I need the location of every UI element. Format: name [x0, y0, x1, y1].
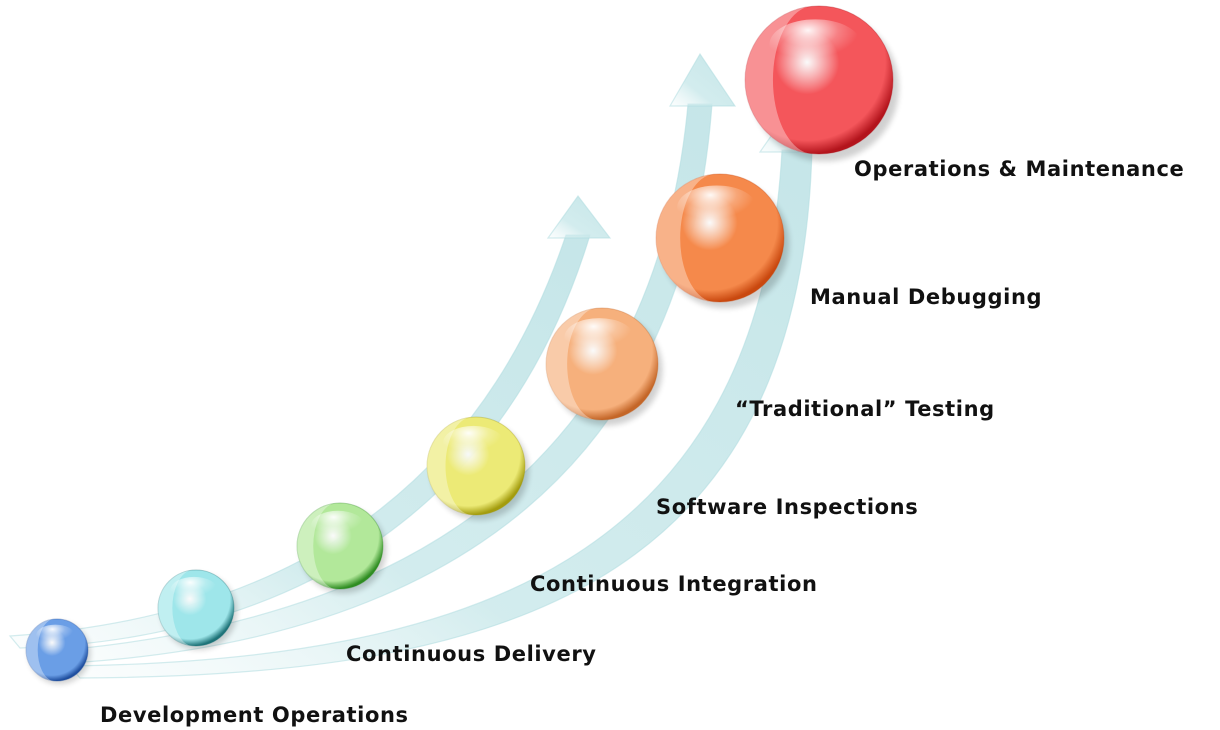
- stage-label-software-inspections: Software Inspections: [656, 495, 918, 519]
- stage-sphere-2: [157, 569, 238, 650]
- stage-sphere-7: [744, 5, 899, 162]
- stage-label-manual-debugging: Manual Debugging: [810, 285, 1042, 309]
- sphere-highlight: [170, 576, 218, 603]
- sphere-glass-tint: [157, 570, 191, 646]
- stage-sphere-1: [25, 618, 91, 685]
- stage-label-traditional-testing: “Traditional” Testing: [735, 397, 995, 421]
- sphere-highlight: [311, 510, 365, 540]
- sphere-highlight: [443, 425, 504, 460]
- sphere-glass-tint: [426, 417, 469, 515]
- sphere-highlight: [677, 185, 757, 230]
- stage-sphere-4: [426, 416, 529, 520]
- stage-label-continuous-delivery: Continuous Delivery: [346, 642, 597, 666]
- arrow-head-1: [546, 194, 612, 239]
- arrow-head-2: [668, 52, 737, 107]
- stage-sphere-6: [655, 173, 790, 309]
- sphere-glass-tint: [744, 6, 808, 154]
- sphere-glass-tint: [25, 619, 53, 681]
- sphere-highlight: [769, 19, 862, 70]
- stage-labels: Development Operations Continuous Delive…: [100, 157, 1184, 727]
- stage-label-development-operations: Development Operations: [100, 703, 409, 727]
- stage-spheres: [25, 5, 899, 685]
- stage-sphere-5: [545, 307, 663, 426]
- stage-label-continuous-integration: Continuous Integration: [530, 572, 818, 596]
- stage-label-operations-maintenance: Operations & Maintenance: [854, 157, 1184, 181]
- sphere-highlight: [564, 318, 634, 357]
- sphere-glass-tint: [545, 308, 594, 420]
- sphere-highlight: [36, 624, 75, 646]
- sphere-glass-tint: [296, 503, 334, 589]
- sphere-glass-tint: [655, 174, 711, 302]
- stage-sphere-3: [296, 502, 387, 594]
